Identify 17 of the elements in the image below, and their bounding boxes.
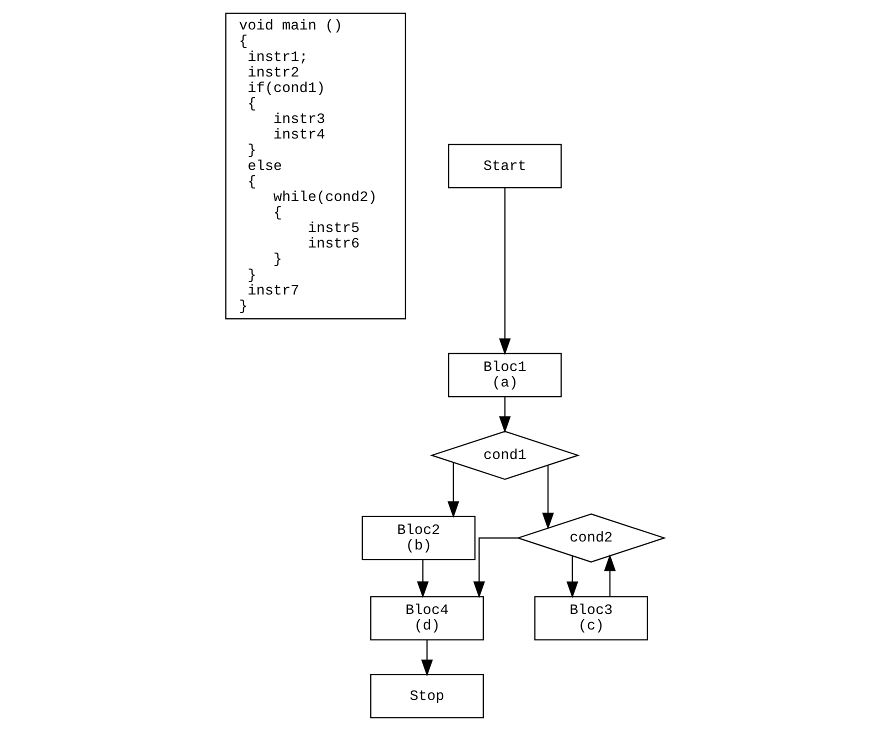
arrow: [416, 560, 428, 598]
arrow: [472, 537, 518, 598]
arrow: [420, 640, 432, 676]
arrow: [566, 556, 578, 598]
node-box: Bloc2 (b): [361, 516, 476, 560]
arrow: [447, 462, 459, 518]
node-box: void main () { instr1; instr2 if(cond1) { instr3 instr4 } else { while(cond2) { instr5 instr6 } } instr7 }: [224, 12, 406, 320]
arrow: [604, 554, 616, 596]
arrow: [498, 188, 510, 356]
arrow: [498, 397, 510, 433]
node-box: Bloc1 (a): [448, 352, 562, 398]
node-box: Start: [448, 144, 562, 188]
node-diamond: cond1: [429, 430, 580, 480]
node-box: Bloc3 (c): [534, 596, 648, 640]
arrow: [542, 465, 554, 530]
node-box: Bloc4 (d): [370, 596, 484, 640]
node-box: Stop: [370, 674, 484, 718]
